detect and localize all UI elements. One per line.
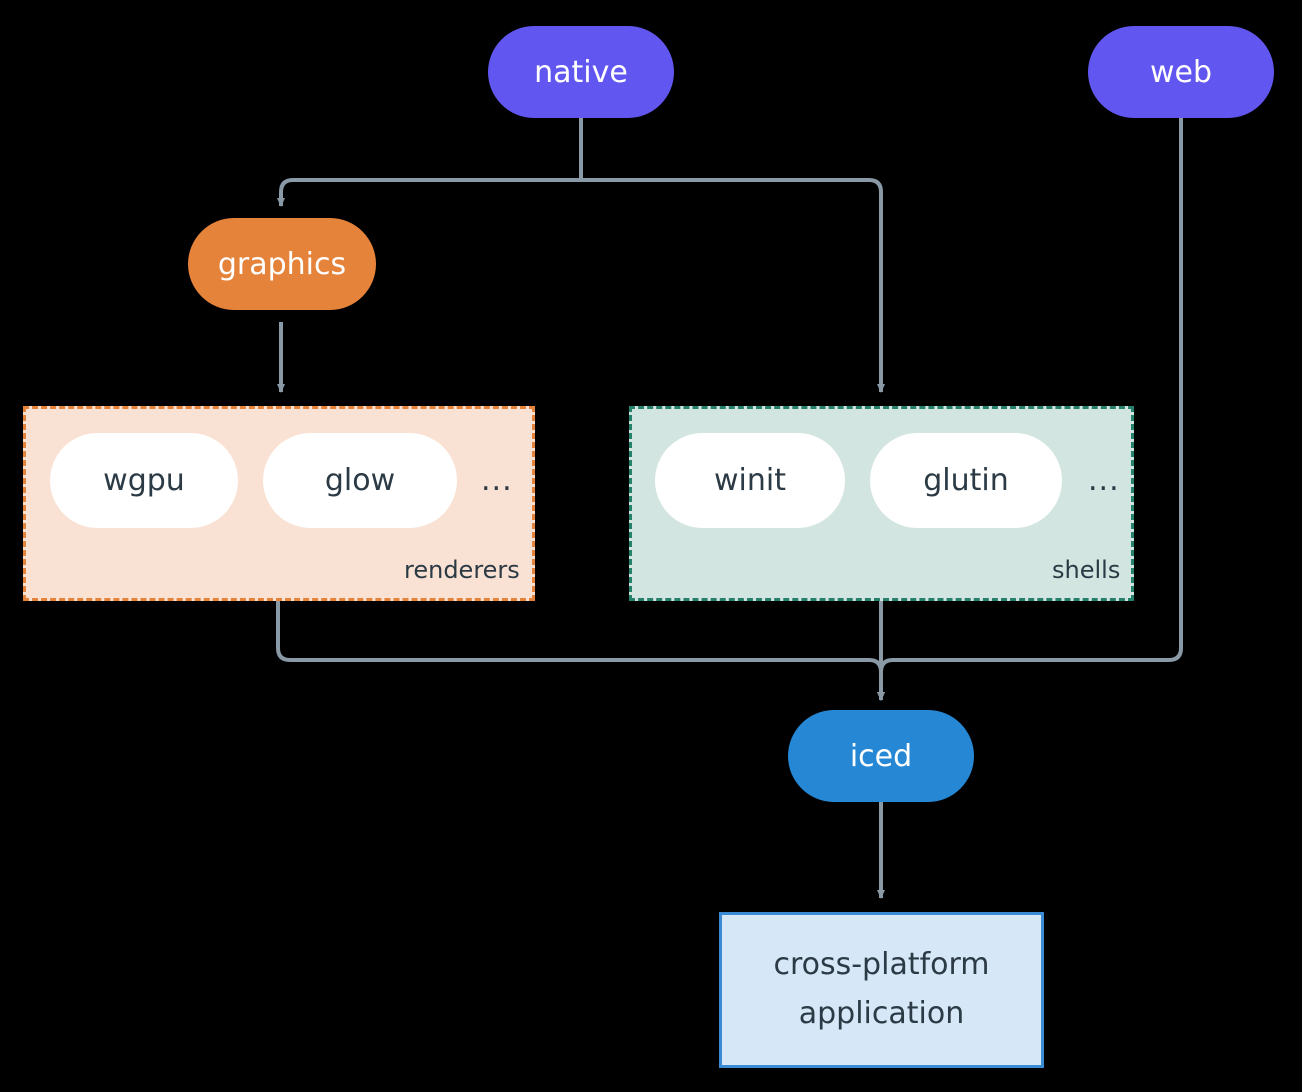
node-cross-platform-application[interactable]: cross-platform application [719,912,1044,1068]
node-glutin[interactable]: glutin [870,433,1062,528]
node-glow-label: glow [324,463,396,498]
node-wgpu[interactable]: wgpu [50,433,238,528]
node-iced-label: iced [849,738,913,774]
node-wgpu-label: wgpu [103,463,185,498]
application-line-2: application [798,996,965,1031]
node-web-label: web [1149,54,1213,90]
application-line-1: cross-platform [773,947,990,983]
node-iced[interactable]: iced [788,710,974,802]
node-winit[interactable]: winit [655,433,845,528]
edge-native-shells [581,178,885,393]
node-web[interactable]: web [1088,26,1274,118]
group-shells-label: shells [1052,556,1121,584]
node-winit-label: winit [714,463,786,498]
edge-web-iced [877,118,1183,701]
renderers-ellipsis: ... [481,463,513,498]
node-native-label: native [534,54,628,90]
node-glutin-label: glutin [923,463,1009,498]
group-renderers-label: renderers [404,556,520,584]
shells-ellipsis: ... [1088,463,1120,498]
node-graphics[interactable]: graphics [188,218,376,310]
node-native[interactable]: native [488,26,674,118]
edge-native-graphics [277,178,581,207]
node-glow[interactable]: glow [263,433,457,528]
node-graphics-label: graphics [217,246,347,282]
edge-renderers-iced [276,601,885,701]
